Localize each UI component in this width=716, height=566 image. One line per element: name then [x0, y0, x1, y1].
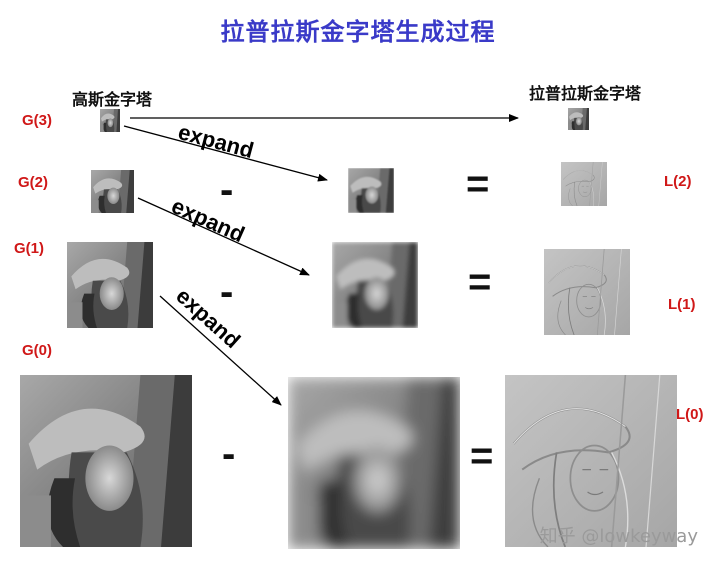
minus-operator-l2: - [220, 168, 234, 212]
level-label-g3: G(3) [22, 112, 52, 129]
watermark: 知乎 @lowkeyway [539, 526, 698, 547]
diagram-title: 拉普拉斯金字塔生成过程 [220, 18, 496, 46]
equals-operator-l0: = [470, 434, 494, 478]
level-label-l2: L(2) [664, 173, 692, 190]
gaussian-pyramid-header: 高斯金字塔 [72, 90, 153, 109]
minus-operator-l0: - [222, 432, 236, 476]
arrow-g3-expand [123, 125, 328, 182]
level-label-g1: G(1) [14, 240, 44, 257]
arrow-g2-expand [137, 197, 310, 276]
equals-operator-l1: = [468, 260, 492, 304]
arrow-g1-expand [159, 295, 282, 406]
level-label-g2: G(2) [18, 174, 48, 191]
minus-operator-l1: - [220, 270, 234, 314]
laplacian-pyramid-header: 拉普拉斯金字塔 [529, 84, 642, 103]
level-label-l0: L(0) [676, 406, 704, 423]
level-label-g0: G(0) [22, 342, 52, 359]
equals-operator-l2: = [466, 162, 490, 206]
level-label-l1: L(1) [668, 296, 696, 313]
